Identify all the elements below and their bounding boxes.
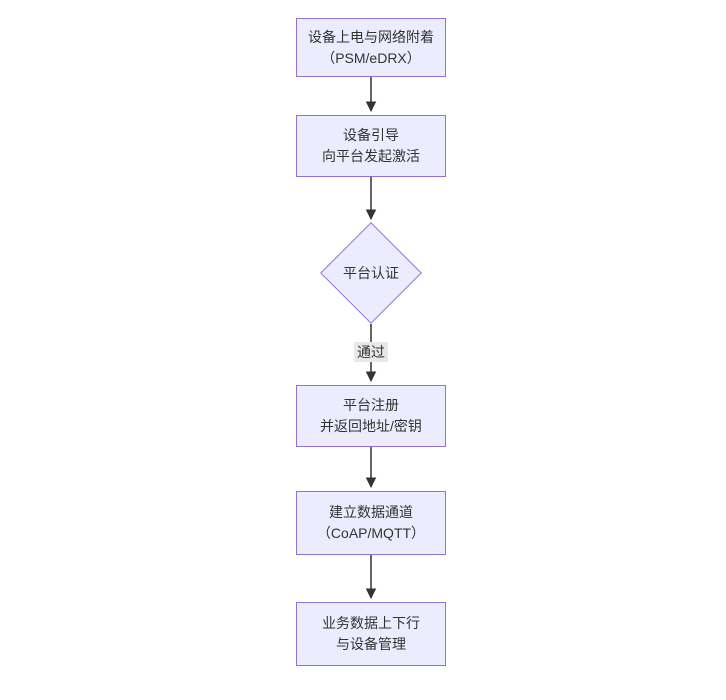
node-text-line: 向平台发起激活 [322, 148, 420, 164]
node-text-line: 与设备管理 [336, 636, 406, 652]
node-text-line: 并返回地址/密钥 [320, 418, 422, 434]
flow-node-power-attach: 设备上电与网络附着 （PSM/eDRX） [296, 18, 446, 77]
edge-label-pass: 通过 [354, 342, 388, 362]
flow-node-business-data: 业务数据上下行 与设备管理 [296, 602, 446, 666]
node-text-line: 平台注册 [343, 397, 399, 413]
flow-node-data-channel: 建立数据通道 （CoAP/MQTT） [296, 491, 446, 555]
node-text-line: 设备引导 [343, 127, 399, 143]
node-text-line: （PSM/eDRX） [321, 49, 421, 66]
flow-node-bootstrap: 设备引导 向平台发起激活 [296, 115, 446, 177]
node-text-line: 业务数据上下行 [322, 615, 420, 631]
node-text-line: 建立数据通道 [329, 504, 413, 520]
flow-node-register: 平台注册 并返回地址/密钥 [296, 385, 446, 447]
node-text-line: （CoAP/MQTT） [316, 525, 426, 541]
diamond-label: 平台认证 [343, 265, 399, 281]
node-text-line: 设备上电与网络附着 [308, 28, 434, 45]
